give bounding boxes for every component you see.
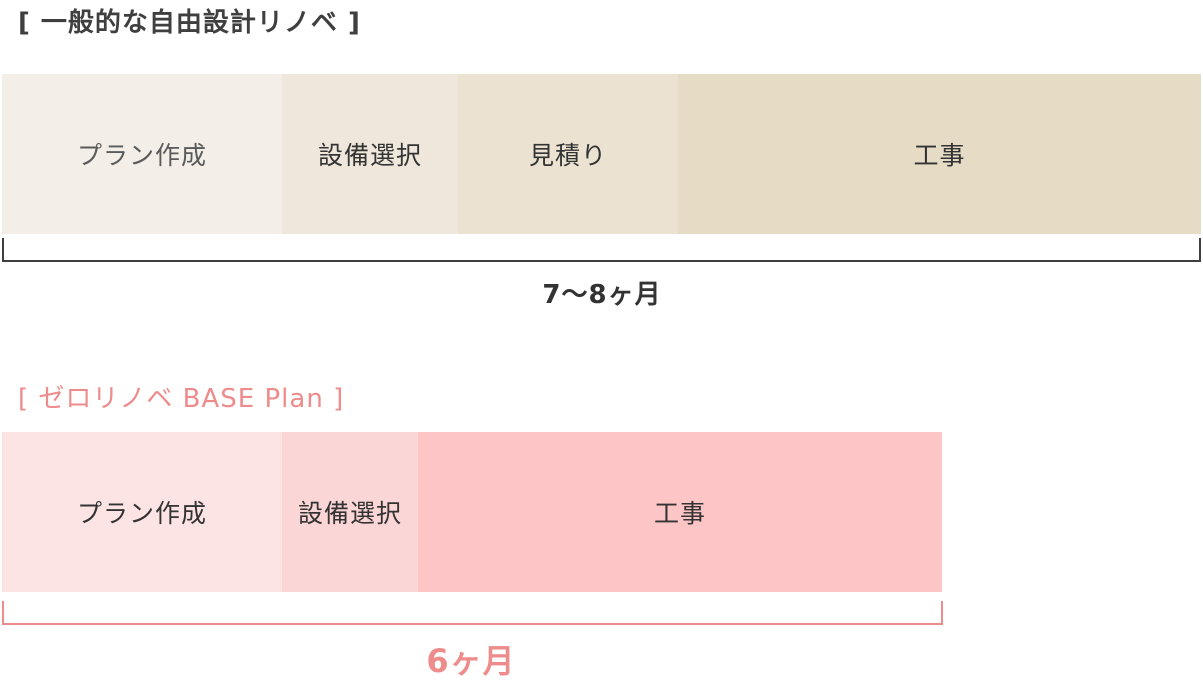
base-duration-bracket [2, 601, 943, 625]
base-plan-timeline: プラン作成 設備選択 工事 [2, 432, 942, 592]
general-duration-label: 7〜8ヶ月 [542, 280, 662, 310]
general-duration-bracket [2, 238, 1201, 262]
general-phase-plan: プラン作成 [2, 74, 282, 234]
general-phase-equipment: 設備選択 [282, 74, 458, 234]
general-plan-heading: [ 一般的な自由設計リノベ ] [18, 8, 361, 38]
general-phase-construction: 工事 [678, 74, 1201, 234]
general-phase-estimate: 見積り [458, 74, 678, 234]
base-phase-plan: プラン作成 [2, 432, 282, 592]
base-phase-construction: 工事 [418, 432, 942, 592]
base-duration-label: 6ヶ月 [426, 642, 516, 680]
base-phase-equipment: 設備選択 [282, 432, 418, 592]
base-plan-heading: [ ゼロリノベ BASE Plan ] [18, 384, 345, 414]
general-plan-timeline: プラン作成 設備選択 見積り 工事 [2, 74, 1201, 234]
